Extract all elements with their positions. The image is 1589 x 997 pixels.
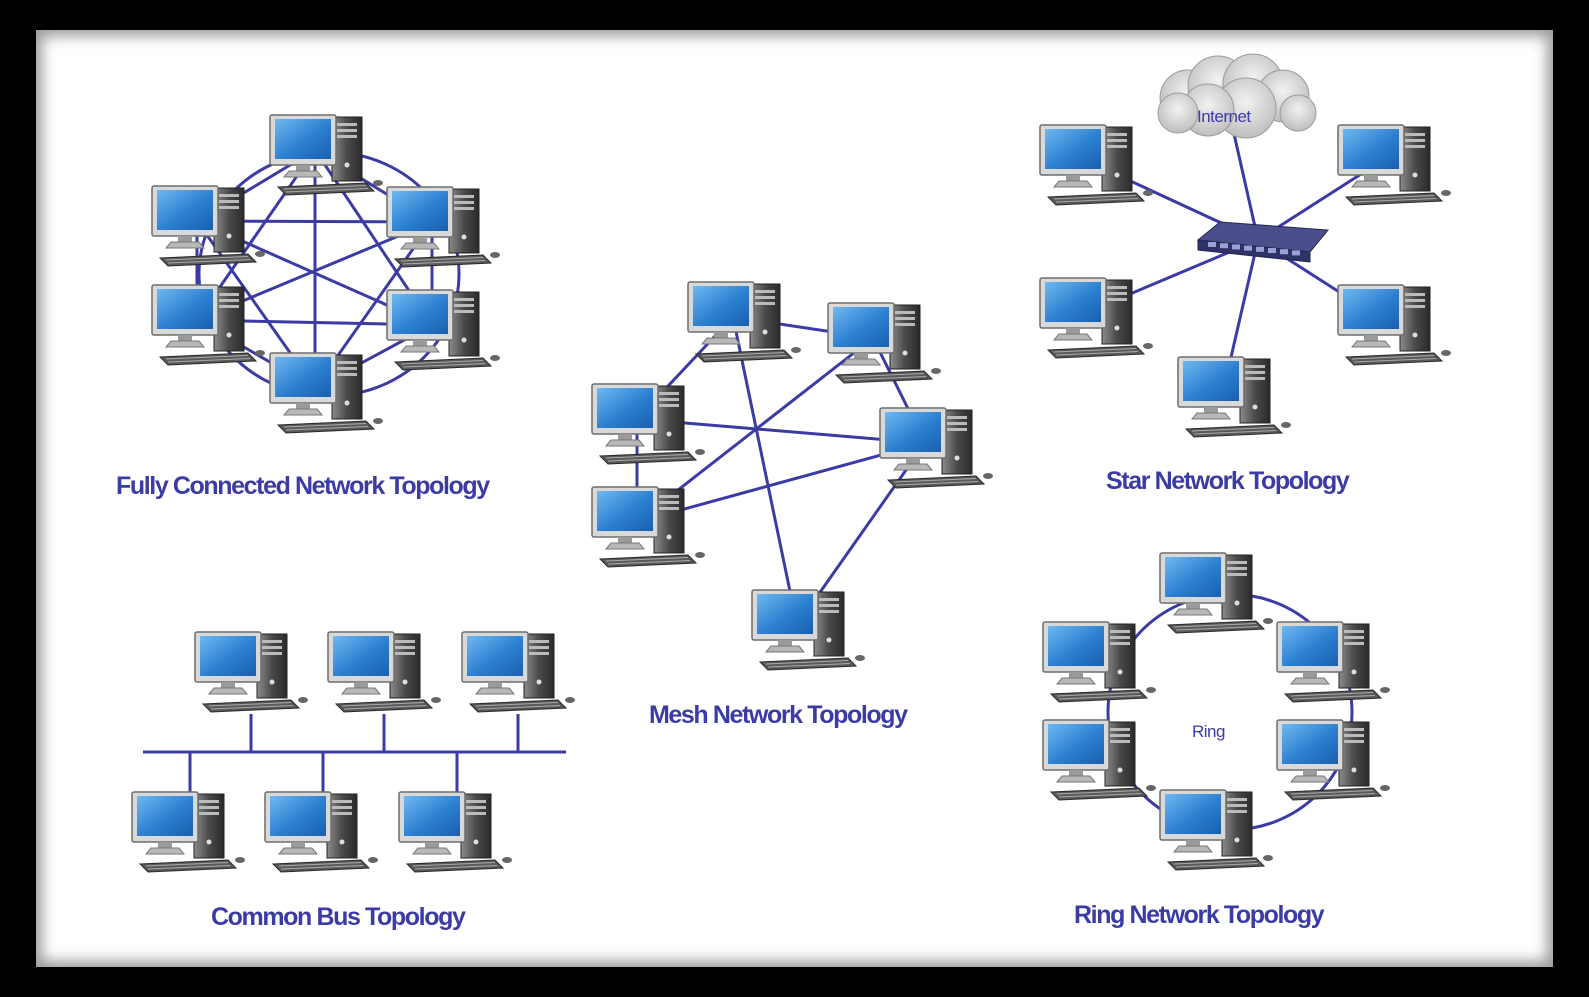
computer-icon <box>1159 789 1274 871</box>
computer-icon <box>461 631 576 713</box>
fully-connected-title: Fully Connected Network Topology <box>116 472 490 500</box>
mesh-link <box>731 316 799 626</box>
computer-icon <box>1177 356 1292 438</box>
ring-title: Ring Network Topology <box>1074 901 1325 929</box>
computer-icon <box>1159 552 1274 634</box>
computer-icon <box>687 281 802 363</box>
star-title: Star Network Topology <box>1106 467 1350 495</box>
mesh-link <box>636 417 926 445</box>
diagram-frame: Fully Connected Network Topology Mesh Ne… <box>20 14 1569 983</box>
computer-icon <box>751 589 866 671</box>
topology-drawing <box>131 53 1452 873</box>
computer-icon <box>151 284 266 366</box>
computer-icon <box>398 791 513 873</box>
computer-icon <box>131 791 246 873</box>
computer-icon <box>591 486 706 568</box>
computer-icon <box>269 114 384 196</box>
computer-icon <box>1276 621 1391 703</box>
computer-icon <box>264 791 379 873</box>
computer-icon <box>151 185 266 267</box>
mesh-title: Mesh Network Topology <box>649 701 908 729</box>
computer-icon <box>269 352 384 434</box>
bus-title: Common Bus Topology <box>211 903 466 931</box>
internet-cloud-label: Internet <box>1197 107 1251 126</box>
uplink-link <box>1230 124 1260 241</box>
computer-icon <box>194 631 309 713</box>
computer-icon <box>1276 719 1391 801</box>
computer-icon <box>1337 284 1452 366</box>
internet-cloud-icon <box>1157 53 1317 139</box>
computer-icon <box>1337 124 1452 206</box>
diagram-canvas: Fully Connected Network Topology Mesh Ne… <box>36 30 1553 967</box>
computer-icon <box>386 289 501 371</box>
computer-icon <box>827 302 942 384</box>
ring-center-label: Ring <box>1192 722 1225 741</box>
computer-icon <box>1042 719 1157 801</box>
switch-icon <box>1196 221 1329 263</box>
computer-icon <box>386 186 501 268</box>
computer-icon <box>1039 124 1154 206</box>
computer-icon <box>327 631 442 713</box>
mesh-link <box>636 441 926 524</box>
computer-icon <box>879 407 994 489</box>
